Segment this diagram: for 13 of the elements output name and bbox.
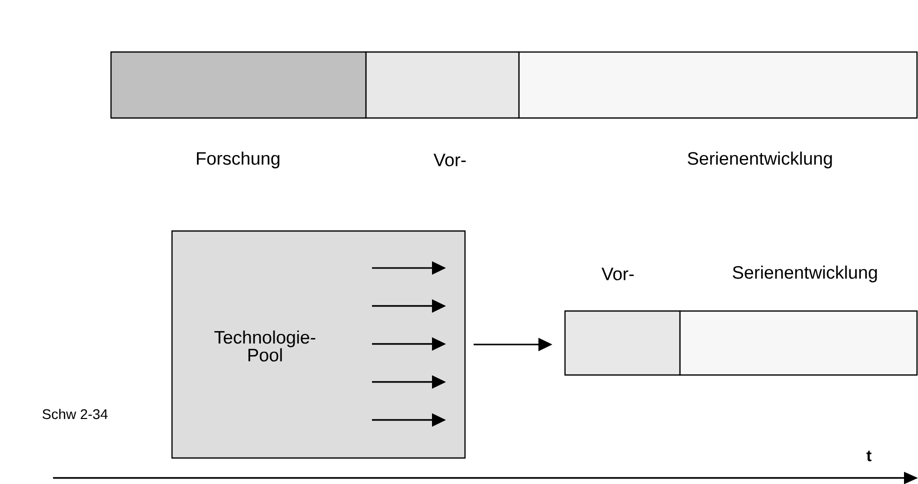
bar-segment [365, 51, 520, 119]
bar-segment [564, 310, 681, 376]
pool-box: Technologie- Pool [171, 230, 466, 459]
bar-segment [518, 51, 918, 119]
segment-label: Vor- [434, 154, 466, 166]
segment-label: Forschung [196, 152, 280, 168]
segment-label: Serienentwicklung [688, 152, 832, 168]
bar-segment [679, 310, 918, 376]
figure-code: Schw 2-34 [42, 408, 108, 420]
segment-label: Vor- [602, 268, 634, 280]
bar-segment [110, 51, 367, 119]
segment-label: Serienentwicklung [732, 266, 877, 282]
axis-label: t [866, 450, 872, 462]
